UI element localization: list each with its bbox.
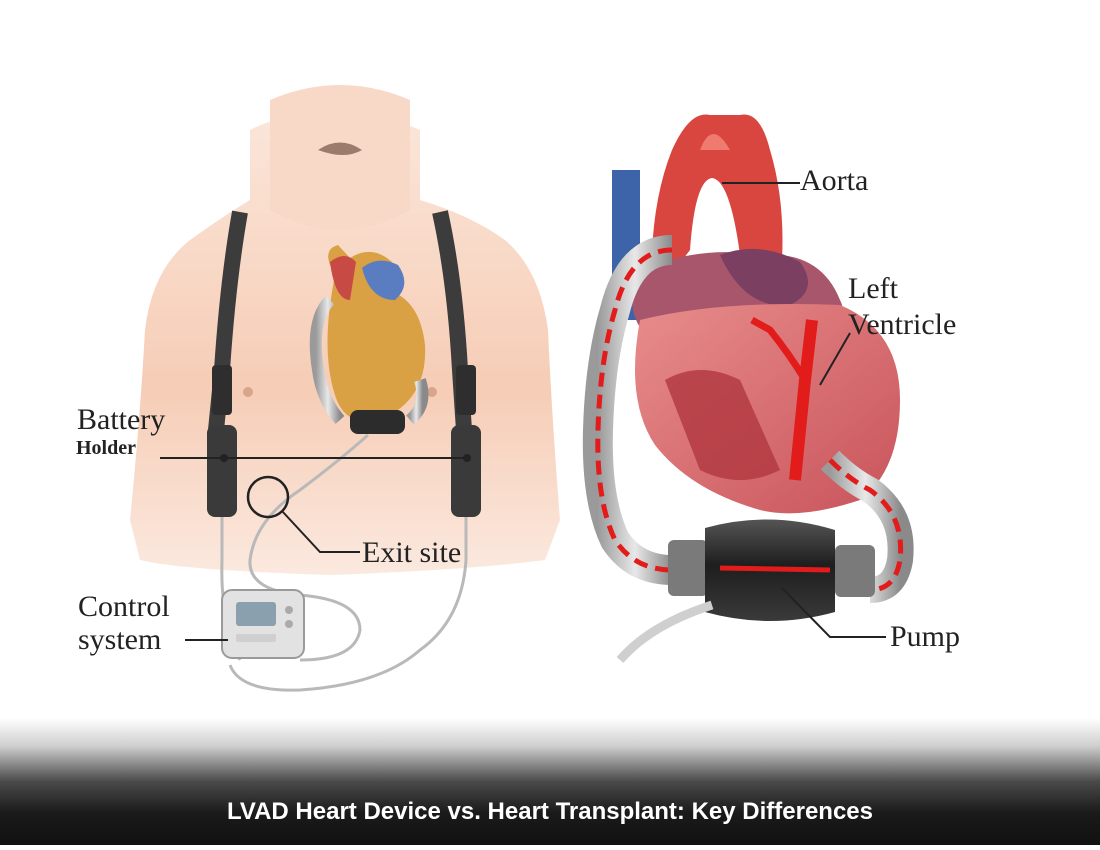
left-battery [207,425,237,517]
ventricle-leader [819,332,851,386]
caption-text: LVAD Heart Device vs. Heart Transplant: … [226,798,874,825]
right-strap [432,210,472,431]
label-exit-site: Exit site [362,536,462,569]
exit-site-circle [246,475,290,519]
large-heart-illustration [582,114,914,663]
left-strap [208,210,248,431]
small-pump-icon [350,410,405,434]
exit-site-leader [281,510,360,553]
label-left: Left [848,272,898,305]
label-pump: Pump [890,620,961,653]
control-system-device [221,589,305,659]
caption-bar [0,718,1100,845]
pump-leader [781,587,886,638]
label-aorta: Aorta [800,164,869,197]
label-system: system [78,623,162,656]
label-control: Control [78,590,170,623]
moustache-icon [318,142,362,155]
label-ventricle: Ventricle [848,308,957,341]
right-battery [451,425,481,517]
small-heart-icon [309,245,429,434]
label-battery: Battery [77,403,166,436]
controller-screen-icon [236,602,276,626]
label-holder: Holder [76,437,136,459]
